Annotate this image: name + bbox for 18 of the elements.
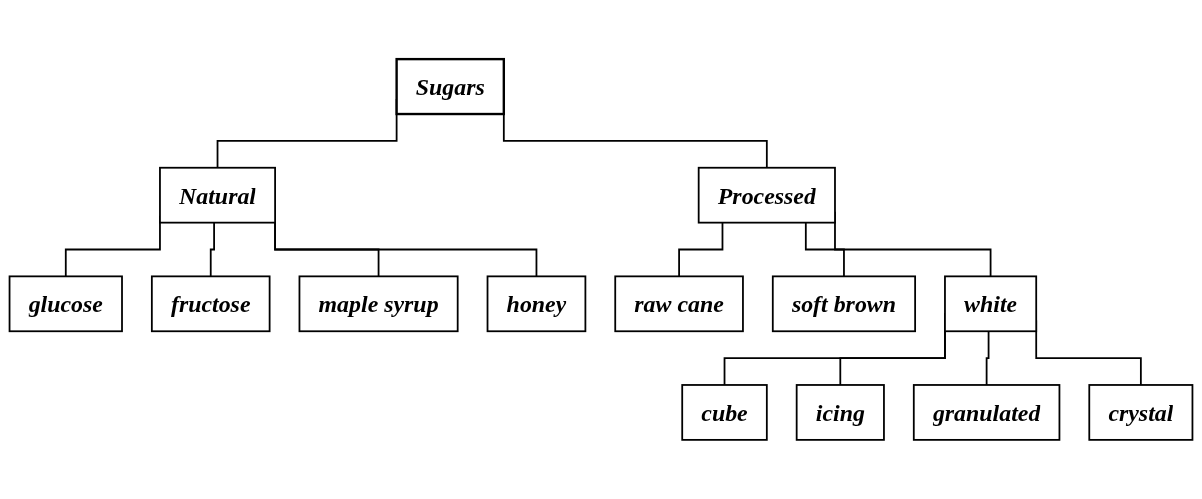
node-box: glucose xyxy=(8,275,123,333)
node-box: granulated xyxy=(912,384,1061,441)
node-box: maple syrup xyxy=(298,275,459,333)
node-box: soft brown xyxy=(771,275,916,333)
node-box: Processed xyxy=(697,166,836,224)
connector xyxy=(678,221,724,278)
connector xyxy=(209,221,215,278)
node-box: fructose xyxy=(150,275,271,333)
connector xyxy=(804,221,845,278)
node-box: cube xyxy=(681,384,768,441)
node-box: raw cane xyxy=(614,275,744,333)
connector xyxy=(985,330,990,386)
node-box: honey xyxy=(486,275,587,333)
node-box: white xyxy=(944,275,1038,333)
node-box: crystal xyxy=(1088,384,1194,441)
node-box: icing xyxy=(795,384,885,441)
node-box: Sugars xyxy=(395,57,505,116)
node-box: Natural xyxy=(159,166,276,224)
